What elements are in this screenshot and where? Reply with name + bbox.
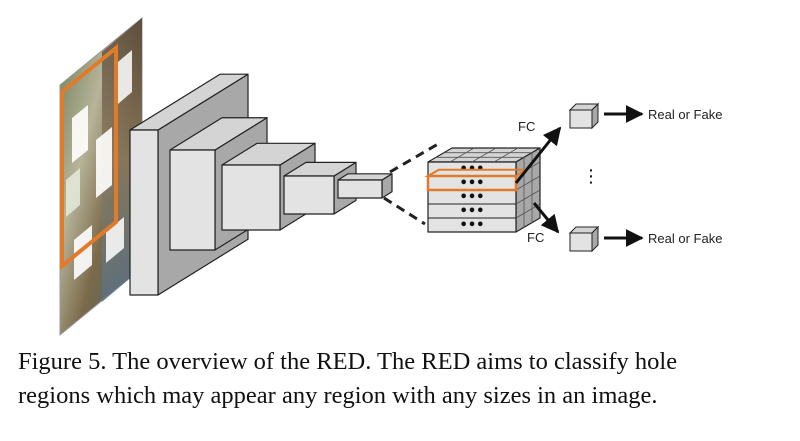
output-cube-top xyxy=(568,102,600,130)
caption-line-2: regions which may appear any region with… xyxy=(18,382,658,409)
fc-label-bottom: FC xyxy=(527,230,544,245)
grid-row-dots: ••• xyxy=(460,190,485,205)
grid-top-line xyxy=(493,147,519,163)
grid-side-line xyxy=(515,175,541,191)
vertical-ellipsis: ⋮ xyxy=(582,166,600,187)
hole-region-highlight xyxy=(60,43,118,271)
grid-row-dots: ••• xyxy=(460,218,485,233)
output-label-top: Real or Fake xyxy=(648,107,722,122)
encoder-blocks xyxy=(129,73,393,296)
figure-caption: Figure 5. The overview of the RED. The R… xyxy=(18,345,788,413)
output-cube-bottom xyxy=(568,225,600,253)
encoder-block-5 xyxy=(337,173,393,199)
fc-label-top: FC xyxy=(518,119,535,134)
grid-top-line xyxy=(449,147,475,163)
grid-top-line xyxy=(471,147,497,163)
encoder-block-4 xyxy=(283,161,357,215)
dashed-connector-bottom xyxy=(383,196,426,226)
grid-front-face xyxy=(427,161,517,233)
grid-side-face xyxy=(515,147,541,233)
grid-side-line xyxy=(515,189,541,205)
grid-row-dots: ••• xyxy=(460,204,485,219)
caption-line-1: Figure 5. The overview of the RED. The R… xyxy=(18,348,678,375)
dashed-connector-top xyxy=(389,142,439,174)
feature-grid: ••••••••••••••• xyxy=(424,147,541,233)
fc-arrow-bottom xyxy=(532,202,560,234)
grid-row-dots: ••• xyxy=(460,176,485,191)
fc-arrow-top xyxy=(514,126,562,184)
output-label-bottom: Real or Fake xyxy=(648,231,722,246)
